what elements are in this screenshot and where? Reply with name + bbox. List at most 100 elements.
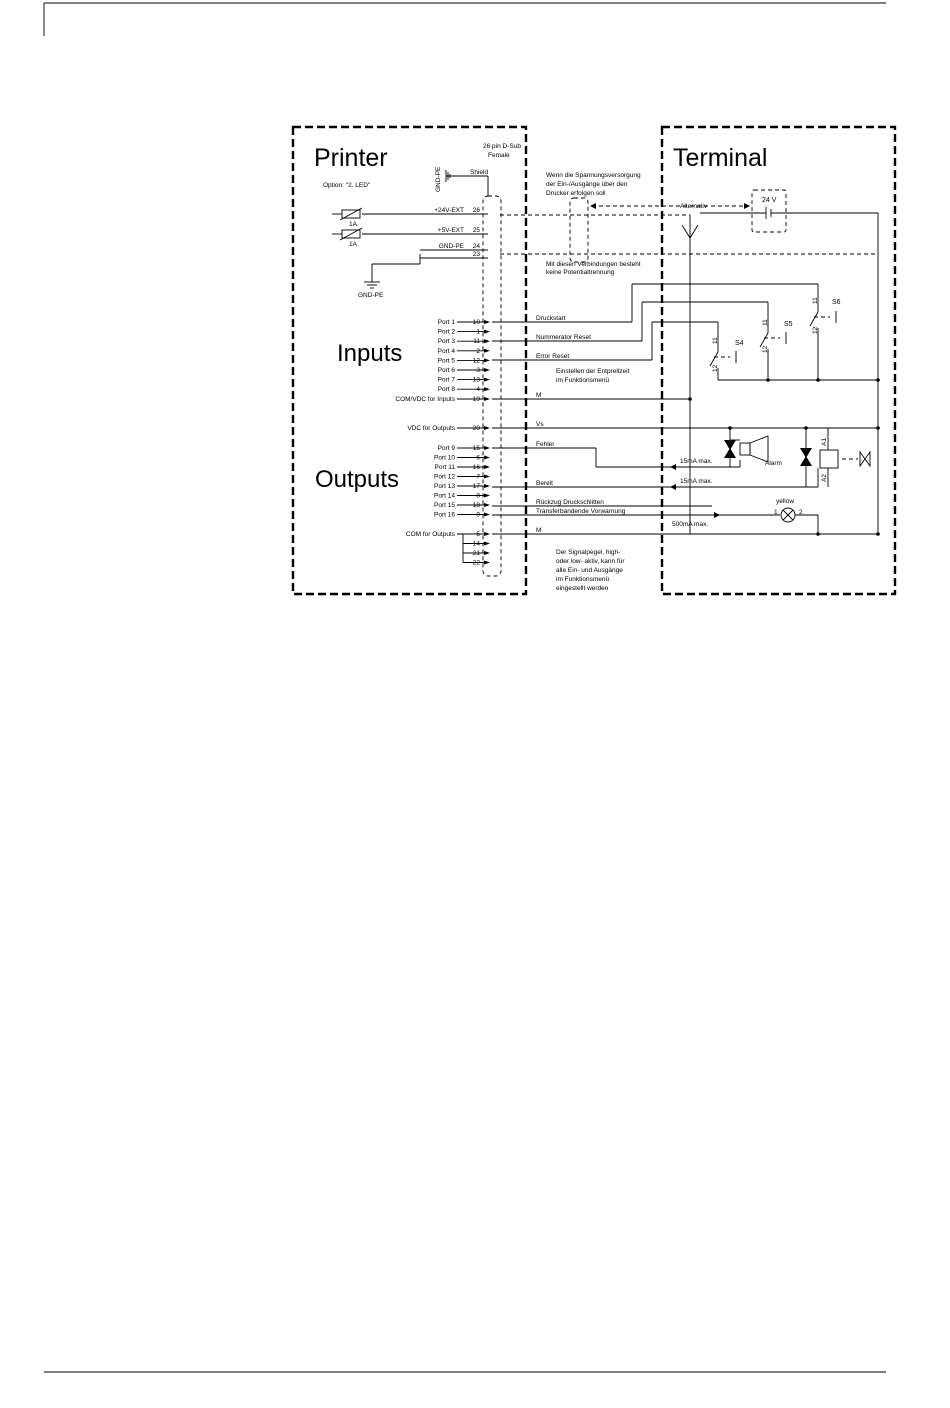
output-row-8-label: Port 15 — [434, 502, 455, 509]
input-row-9-pin: 19 — [473, 396, 481, 403]
input-row-3-pin: 11 — [473, 338, 480, 345]
switch-s6: S6 11 12 — [809, 297, 841, 380]
level-note: Der Signalpegel, high- oder low- aktiv, … — [556, 549, 625, 592]
bereit-label: Bereit — [536, 480, 553, 487]
output-row-4-label: Port 11 — [435, 464, 456, 471]
valve-icon — [859, 450, 871, 468]
isolation-note-1: Mit diesen Verbindungen besteht — [546, 261, 641, 268]
power-line-25-pin: 25 — [473, 227, 481, 234]
input-row-7-pin: 13 — [473, 377, 481, 384]
s4-contact-b: 12 — [712, 364, 719, 372]
debounce-note: Einstellen der Entprellzeit im Funktions… — [556, 368, 630, 384]
s4-contact-a: 11 — [712, 337, 719, 344]
switch-s4: S4 11 12 — [709, 337, 744, 380]
isolation-note: Mit diesen Verbindungen besteht keine Po… — [546, 261, 641, 276]
output-row-10-pin: 5 — [476, 531, 480, 538]
power-line-24: GND-PE 24 — [420, 243, 488, 251]
switch-s5: S5 11 12 — [759, 319, 793, 380]
power-line-25-label: +5V-EXT — [438, 227, 464, 234]
power-note: Wenn die Spannungsversorgung der Ein-/Au… — [546, 172, 641, 197]
debounce-note-1: Einstellen der Entprellzeit — [556, 368, 630, 375]
max-15-label-2: 15mA max. — [680, 478, 713, 485]
lamp-icon: yellow 1 2 — [774, 498, 819, 534]
gnd-pe-vertical: GND-PE — [435, 166, 442, 192]
input-row-9-label: COM/VDC for Inputs — [395, 396, 455, 403]
max-500-label: 500mA max. — [672, 521, 708, 528]
output-row-9-label: Port 16 — [434, 512, 455, 519]
s5-contact-a: 11 — [762, 319, 769, 326]
level-note-4: im Funktionsmenü — [556, 576, 609, 583]
debounce-note-2: im Funktionsmenü — [556, 377, 609, 384]
fuse-rating-1: 1A — [349, 221, 358, 228]
alternative-supply: Alternativ 24 V — [500, 189, 879, 534]
transferband-label: Transferbandende Vorwarnung — [536, 508, 626, 515]
option-label: Option: "2. LED" — [323, 182, 371, 189]
relay-a2: A2 — [821, 474, 828, 482]
input-row-3-label: Port 3 — [438, 338, 456, 345]
alarm-label: Alarm — [765, 460, 782, 467]
input-row-6-pin: 3 — [476, 367, 480, 374]
power-note-1: Wenn die Spannungsversorgung — [546, 172, 641, 179]
printer-title: Printer — [314, 144, 388, 172]
power-note-3: Drucker erfolgen soll — [546, 190, 606, 197]
supply-label: 24 V — [762, 197, 777, 204]
output-row-6-pin: 17 — [473, 483, 481, 490]
output-row-3-label: Port 10 — [434, 455, 455, 462]
output-row-13: 22 — [473, 560, 490, 567]
input-row-5-pin: 12 — [473, 357, 481, 364]
power-note-2: der Ein-/Ausgänge über den — [546, 181, 628, 188]
output-row-4: Port 11 16 — [435, 464, 490, 471]
terminal-title: Terminal — [673, 144, 767, 172]
input-row-6-label: Port 6 — [438, 367, 456, 374]
max-15-label-1: 15mA max. — [680, 458, 713, 465]
connector-body — [482, 195, 502, 577]
output-row-10-label: COM for Outputs — [406, 531, 456, 538]
m-input-label: M — [536, 392, 541, 399]
output-row-12-pin: 21 — [473, 550, 481, 557]
level-note-3: alle Ein- und Ausgänge — [556, 567, 623, 574]
power-line-24-label: GND-PE — [439, 243, 465, 250]
shield-ground: GND-PE Shield — [435, 166, 488, 196]
input-row-1-pin: 10 — [473, 319, 481, 326]
power-line-23-pin: 23 — [473, 251, 481, 258]
output-row-7-pin: 8 — [476, 493, 480, 500]
fehler-label: Fehler — [536, 441, 555, 448]
output-row-4-pin: 16 — [473, 464, 481, 471]
vs-label: Vs — [536, 421, 544, 428]
power-line-24-pin: 24 — [473, 243, 481, 250]
input-row-5: Port 5 12 — [438, 357, 490, 364]
s6-contact-b: 12 — [812, 326, 819, 334]
level-note-1: Der Signalpegel, high- — [556, 549, 620, 556]
s4-label: S4 — [735, 340, 744, 347]
error-reset-label: Error Reset — [536, 353, 569, 360]
output-row-11-pin: 14 — [473, 541, 481, 548]
fuse-rating-2: 1A — [349, 241, 358, 248]
input-row-5-label: Port 5 — [438, 357, 456, 364]
com-bridge — [462, 534, 484, 563]
shield-label: Shield — [470, 169, 488, 176]
fuse-5v: 1A — [332, 227, 363, 248]
s5-contact-b: 12 — [762, 345, 769, 353]
level-note-5: eingestellt werden — [556, 585, 609, 592]
lamp-pin-2: 2 — [799, 509, 803, 516]
druckstart-label: Druckstart — [536, 315, 566, 322]
input-row-1-label: Port 1 — [438, 319, 456, 326]
yellow-label: yellow — [776, 498, 794, 505]
output-row-13-pin: 22 — [473, 560, 481, 567]
isolation-note-2: keine Potentialtrennung — [546, 269, 615, 276]
signal-wiring: Druckstart Nummerator Reset Error Reset … — [492, 283, 880, 536]
relay-a1: A1 — [821, 438, 828, 446]
output-row-1-pin: 20 — [473, 425, 481, 432]
printer-block — [291, 125, 528, 596]
